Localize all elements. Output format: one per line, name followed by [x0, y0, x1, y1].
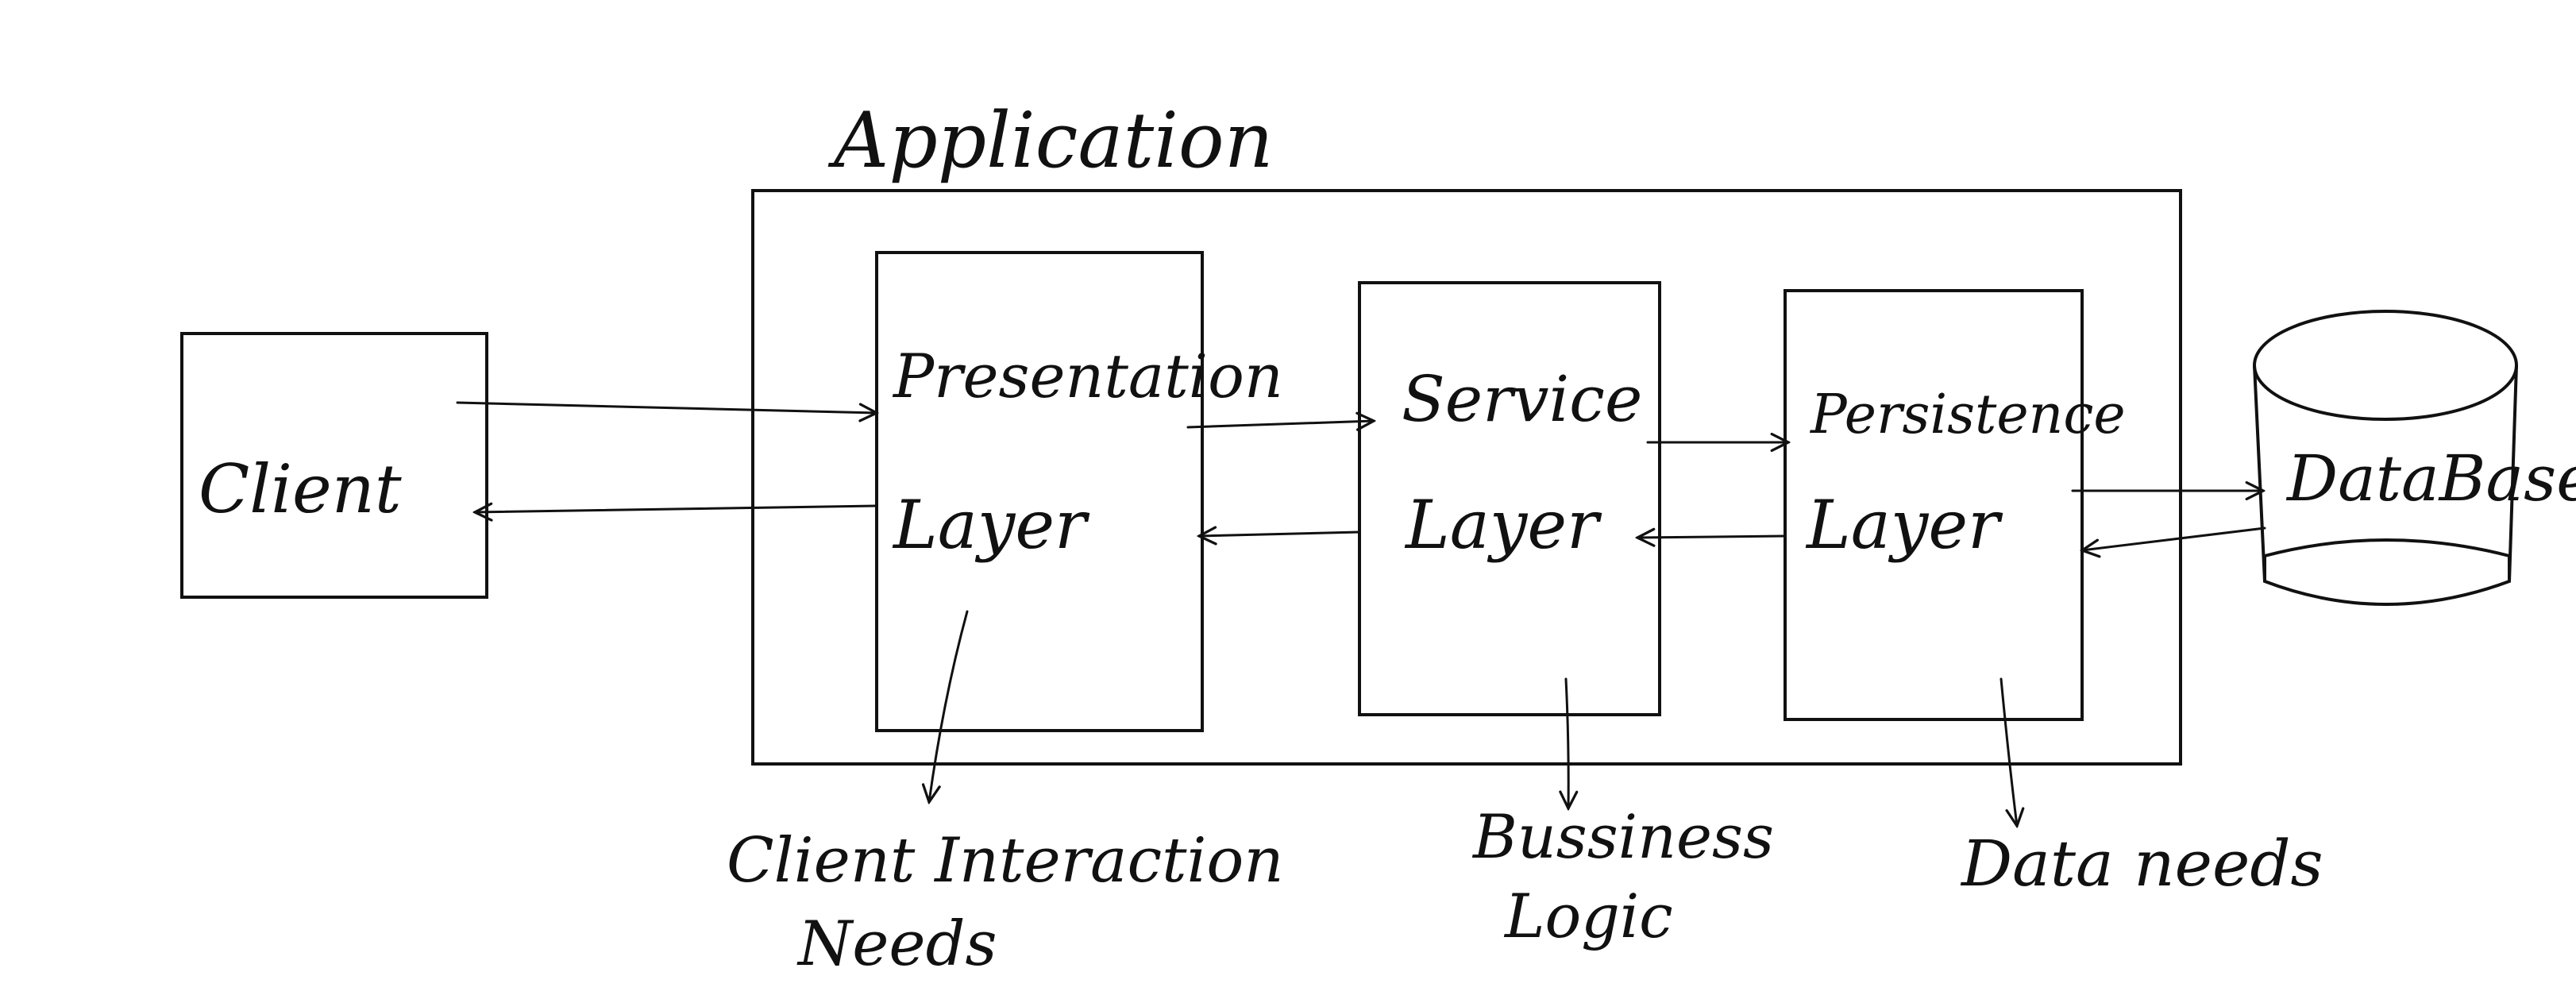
service-layer-box	[1358, 281, 1661, 716]
arrow-service-to-presentation	[1199, 532, 1361, 536]
application-label: Application	[827, 96, 1274, 185]
persistence-layer-title: Persistence	[1809, 384, 2126, 446]
persistence-layer-subtitle: Layer	[1805, 486, 2003, 564]
database-label: DataBase	[2285, 442, 2576, 515]
arrow-presentation-to-service	[1186, 421, 1374, 427]
presentation-layer-title: Presentation	[892, 341, 1283, 411]
pointer-service-note	[1566, 677, 1568, 808]
application-box	[751, 189, 2182, 766]
client-label: Client	[199, 450, 402, 528]
persistence-layer-box	[1784, 289, 2084, 721]
arrow-persistence-to-service	[1637, 536, 1787, 538]
arrow-client-to-presentation	[456, 401, 877, 413]
arrow-presentation-to-client	[475, 506, 878, 512]
service-note-line2: Logic	[1503, 881, 1673, 951]
pointer-presentation-note	[929, 610, 969, 802]
presentation-note-line1: Client Interaction	[727, 825, 1284, 897]
pointer-persistence-note	[1999, 677, 2017, 826]
service-note-line1: Bussiness	[1471, 801, 1774, 872]
presentation-note-line2: Needs	[796, 908, 997, 980]
database-cylinder	[2253, 310, 2518, 606]
client-box	[180, 332, 488, 599]
presentation-layer-box	[875, 251, 1204, 732]
service-layer-title: Service	[1402, 362, 1642, 436]
presentation-layer-subtitle: Layer	[892, 486, 1090, 564]
arrow-database-to-persistence	[2082, 526, 2266, 550]
persistence-note-line1: Data needs	[1960, 827, 2323, 901]
service-layer-subtitle: Layer	[1404, 486, 1602, 564]
